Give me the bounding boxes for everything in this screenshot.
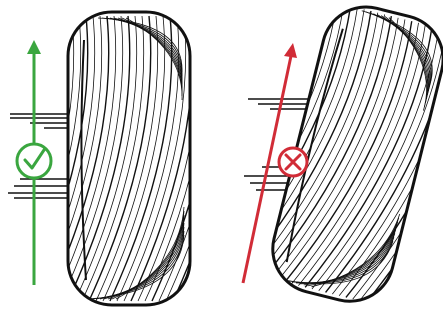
tire-tilted: [182, 0, 443, 320]
panel-incorrect: [182, 0, 443, 320]
check-circle-icon: [17, 144, 51, 178]
panel-correct: [0, 12, 263, 305]
x-circle-icon: [279, 148, 307, 176]
